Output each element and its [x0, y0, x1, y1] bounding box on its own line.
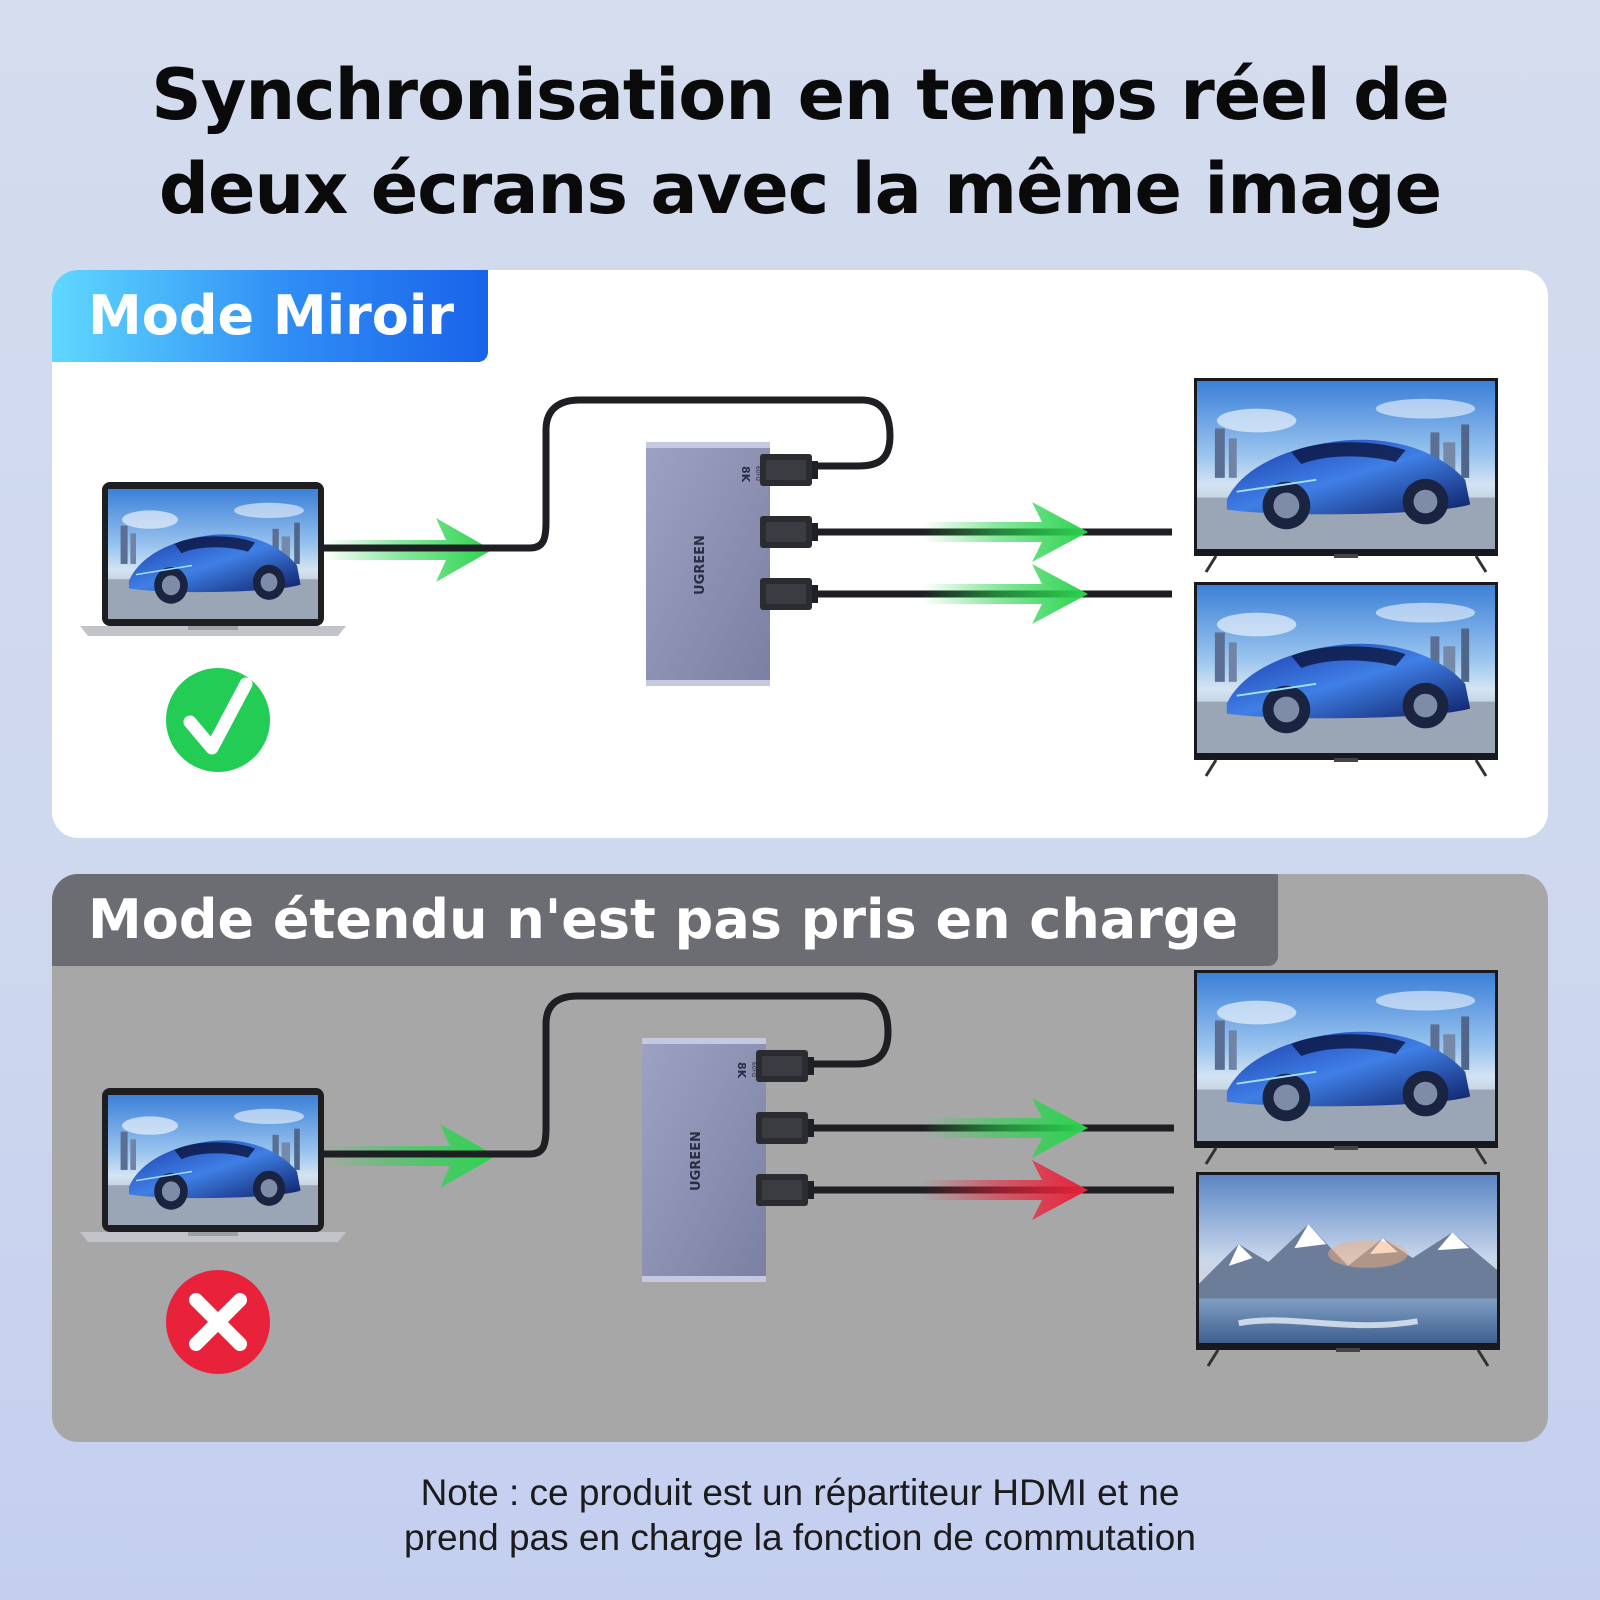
mirror-mode-panel: Mode Miroir UGREEN 8K 60Hz [52, 270, 1548, 838]
check-icon [166, 668, 270, 772]
monitor-2 [1194, 1170, 1502, 1368]
hdmi-port-output-2 [760, 578, 818, 610]
hdmi-port-input [756, 1050, 814, 1082]
monitor-1 [1192, 376, 1500, 574]
hdmi-port-output-1 [760, 516, 818, 548]
mirror-mode-tag: Mode Miroir [52, 270, 489, 362]
laptop [80, 1088, 346, 1242]
extend-mode-tag: Mode étendu n'est pas pris en charge [52, 874, 1279, 966]
device-brand: UGREEN [689, 1131, 704, 1191]
extend-diagram: UGREEN 8K 60Hz [52, 968, 1502, 1374]
monitor-1 [1192, 968, 1500, 1166]
cross-icon [166, 1270, 270, 1374]
title-line-2: deux écrans avec la même image [158, 148, 1442, 230]
device-brand: UGREEN [693, 535, 708, 595]
input-cable [320, 396, 894, 552]
page-title: Synchronisation en temps réel de deux éc… [0, 48, 1600, 236]
hdmi-splitter: UGREEN 8K 60Hz [646, 442, 818, 686]
hdmi-splitter: UGREEN 8K 60Hz [642, 1038, 814, 1282]
input-cable [320, 992, 892, 1158]
hdmi-port-output-1 [756, 1112, 814, 1144]
hdmi-port-output-2 [756, 1174, 814, 1206]
output-arrow-1 [922, 502, 1088, 562]
monitor-2 [1192, 580, 1500, 778]
output-arrow-2 [922, 564, 1088, 624]
mirror-diagram: UGREEN 8K 60Hz [52, 376, 1500, 778]
device-spec: 8K [739, 466, 752, 483]
output-arrow-2 [922, 1160, 1088, 1220]
device-spec-sub: 60Hz [754, 466, 761, 481]
note-line-1: Note : ce produit est un répartiteur HDM… [420, 1472, 1180, 1513]
extend-mode-panel: Mode étendu n'est pas pris en charge UGR… [52, 874, 1548, 1442]
output-arrow-1 [922, 1098, 1088, 1158]
laptop [80, 482, 346, 636]
device-spec-sub: 60Hz [750, 1062, 757, 1077]
device-spec: 8K [735, 1062, 748, 1079]
note-line-2: prend pas en charge la fonction de commu… [404, 1517, 1196, 1558]
hdmi-port-input [760, 454, 818, 486]
title-line-1: Synchronisation en temps réel de [151, 54, 1449, 136]
footnote: Note : ce produit est un répartiteur HDM… [0, 1470, 1600, 1560]
